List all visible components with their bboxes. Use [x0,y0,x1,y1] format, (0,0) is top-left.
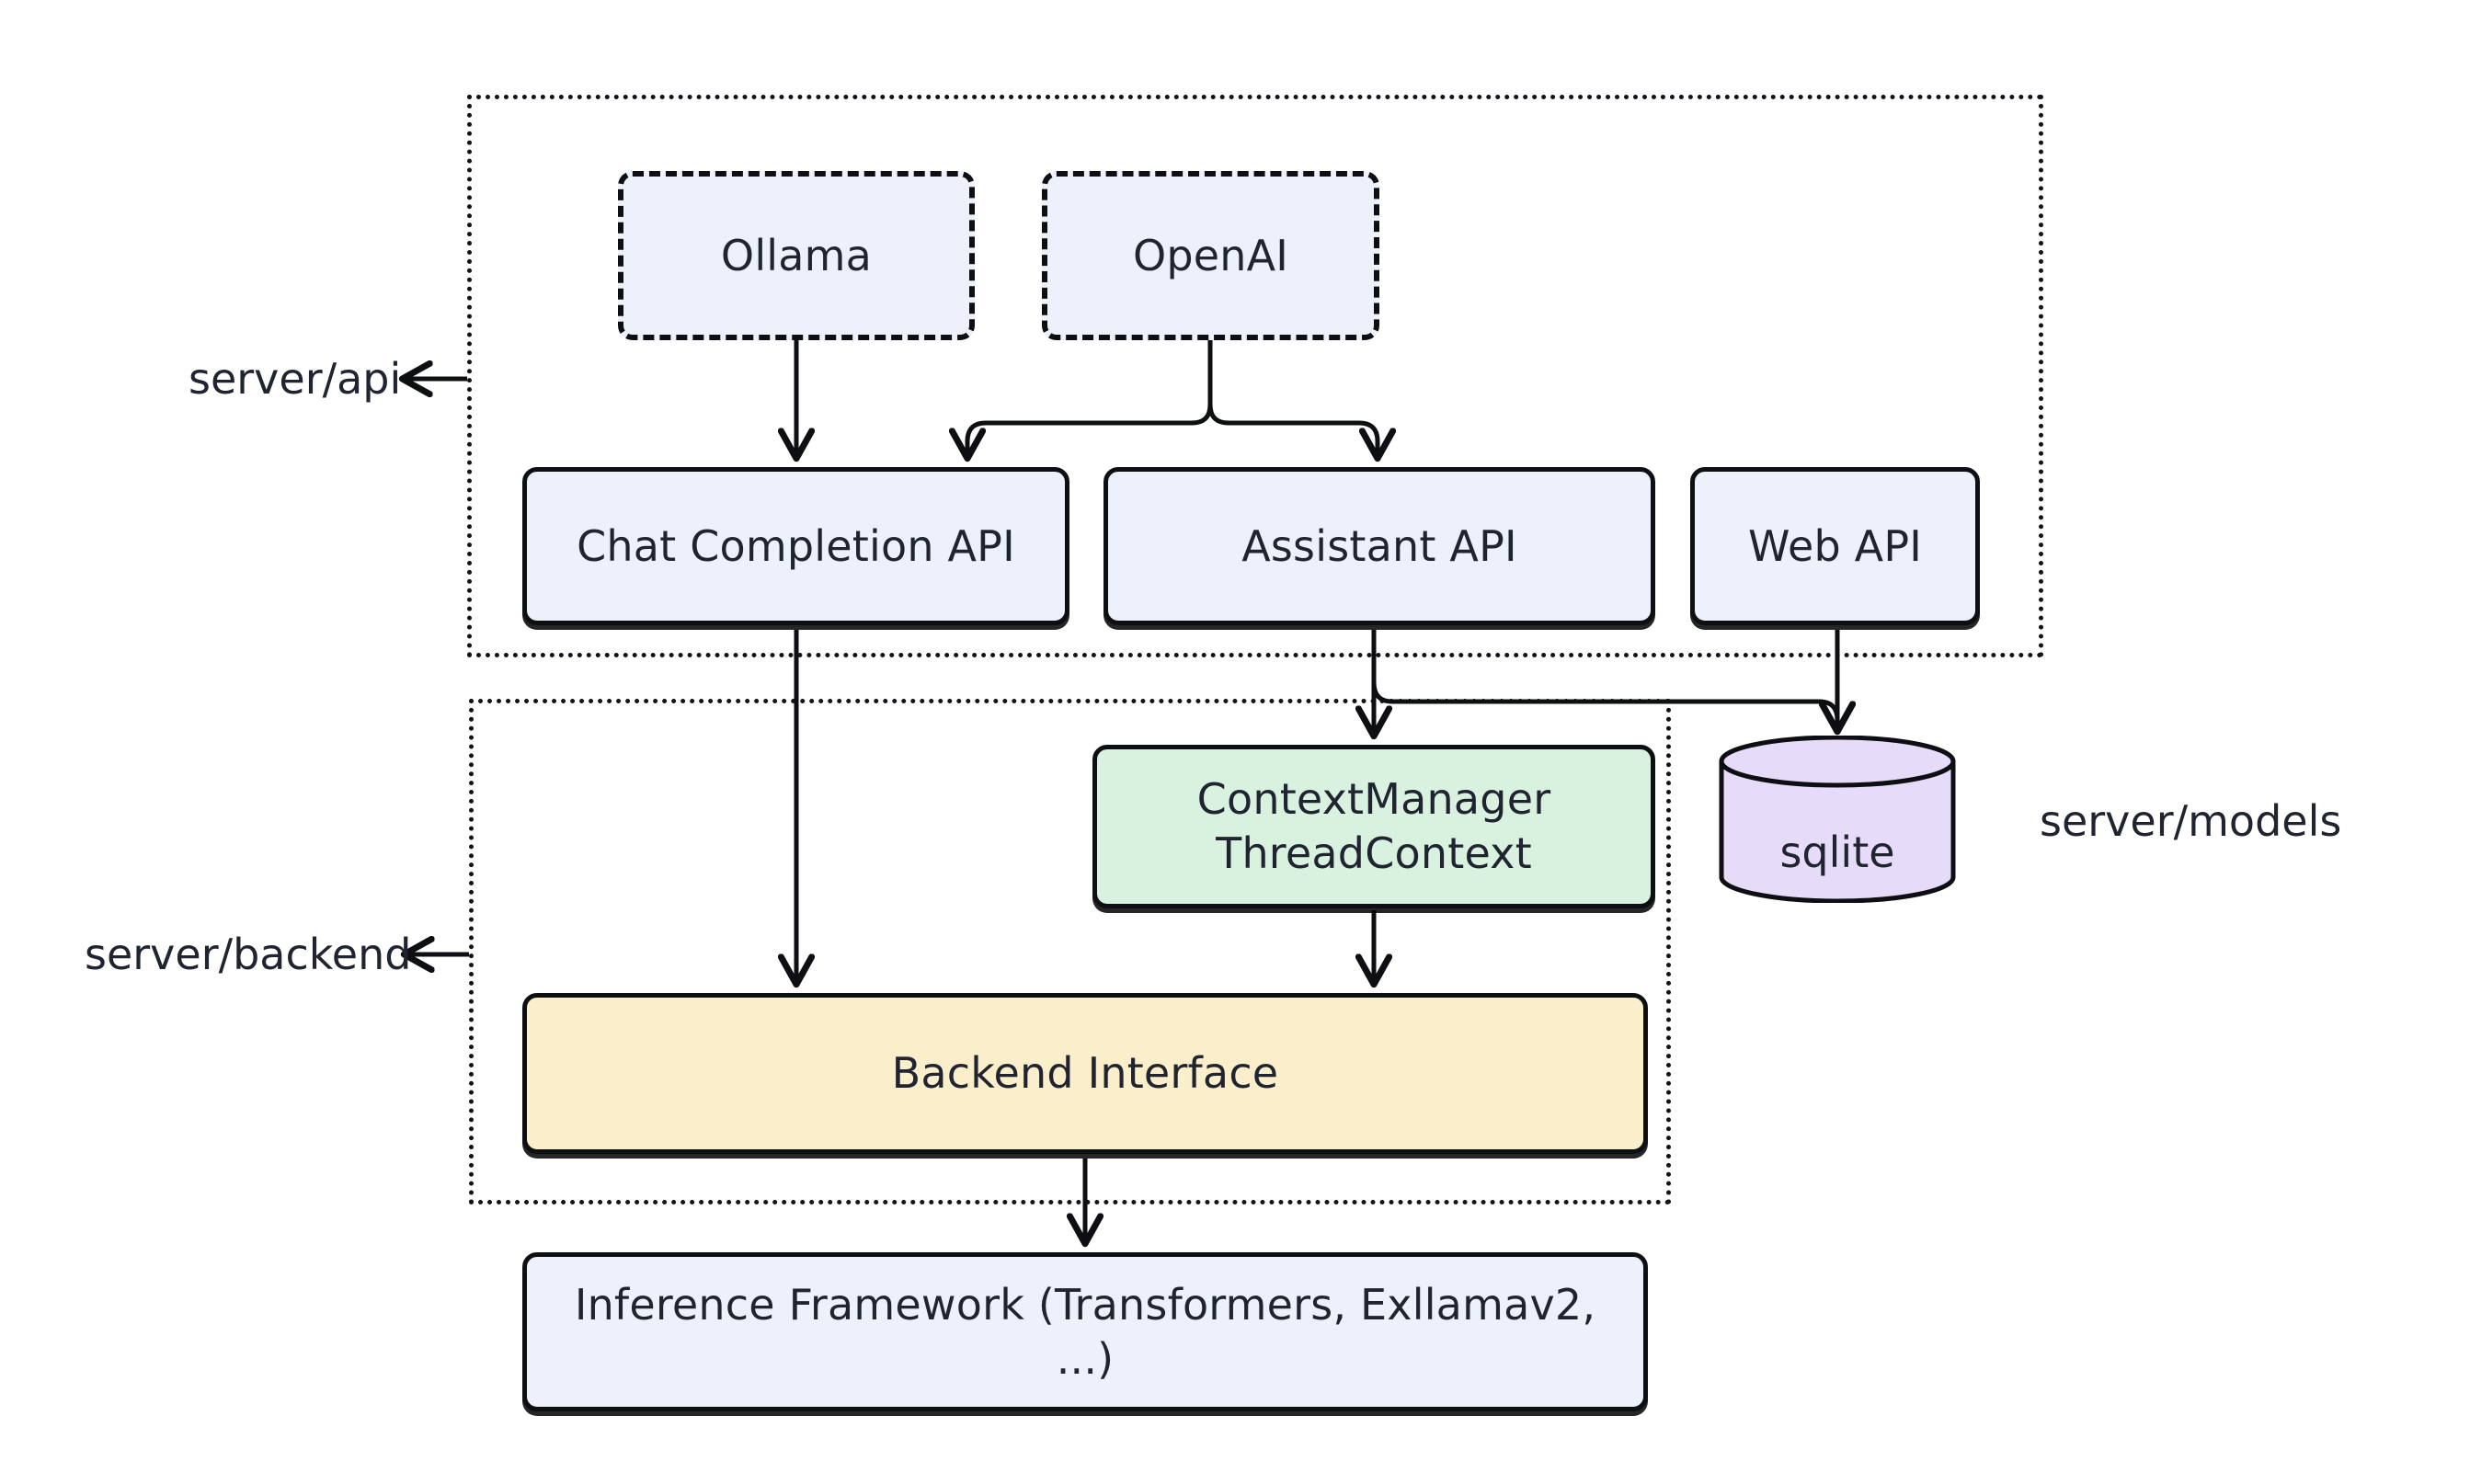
node-context-manager[interactable]: ContextManager ThreadContext [1092,745,1655,908]
node-web-api[interactable]: Web API [1690,467,1980,625]
node-inference-framework[interactable]: Inference Framework (Transformers, Exlla… [522,1252,1648,1411]
annotation-server-models: server/models [2040,796,2342,846]
node-context-manager-label: ContextManager ThreadContext [1181,772,1568,881]
node-web-api-label: Web API [1747,520,1923,571]
group-server-backend [469,699,1671,1204]
node-context-manager-line2: ThreadContext [1216,828,1532,878]
node-sqlite[interactable]: sqlite [1716,736,1959,903]
node-backend-interface-label: Backend Interface [891,1048,1279,1099]
node-chat-completion-api[interactable]: Chat Completion API [522,467,1069,625]
node-assistant-api[interactable]: Assistant API [1103,467,1655,625]
group-label-server-backend: server/backend [85,930,412,979]
node-ollama-label: Ollama [720,230,873,280]
node-chat-completion-api-label: Chat Completion API [577,520,1015,571]
node-sqlite-label: sqlite [1779,828,1895,877]
node-openai[interactable]: OpenAI [1042,171,1379,340]
node-inference-framework-label: Inference Framework (Transformers, Exlla… [574,1279,1596,1384]
sqlite-cylinder-shape [1719,736,1956,903]
node-context-manager-line1: ContextManager [1196,774,1551,825]
node-openai-label: OpenAI [1132,230,1289,280]
node-backend-interface[interactable]: Backend Interface [522,993,1648,1154]
group-server-api [467,95,2043,657]
node-assistant-api-label: Assistant API [1241,520,1517,571]
node-ollama[interactable]: Ollama [618,171,975,340]
group-label-server-api: server/api [189,354,402,404]
